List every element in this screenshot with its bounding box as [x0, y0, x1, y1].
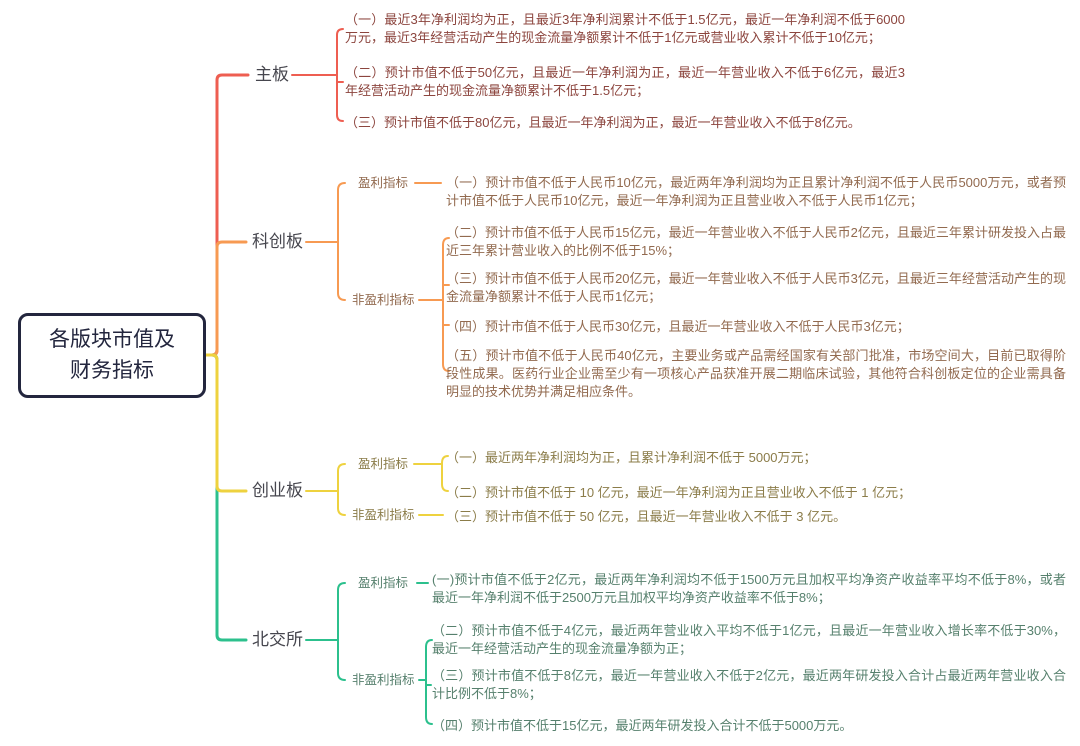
- trunk-line-bse: [204, 353, 248, 642]
- nonprofit-indicator-node-star[interactable]: 非盈利指标: [352, 293, 415, 307]
- bracket-bse-nonprofit: [418, 639, 433, 725]
- profit-indicator-node-chinext[interactable]: 盈利指标: [358, 457, 409, 471]
- requirement-item[interactable]: （一）最近3年净利润均为正，且最近3年净利润累计不低于1.5亿元，最近一年净利润…: [345, 12, 905, 45]
- bracket-main-board: [291, 28, 344, 122]
- bracket-chinext: [305, 463, 346, 516]
- requirement-item[interactable]: （四）预计市值不低于人民币30亿元，且最近一年营业收入不低于人民币3亿元；: [446, 319, 910, 334]
- branch-node-main-board[interactable]: 主板: [255, 65, 289, 84]
- requirement-item[interactable]: （三）预计市值不低于80亿元，且最近一年净利润为正，最近一年营业收入不低于8亿元…: [345, 115, 861, 130]
- profit-indicator-node-bse[interactable]: 盈利指标: [358, 576, 409, 590]
- requirement-item[interactable]: （五）预计市值不低于人民币40亿元，主要业务或产品需经国家有关部门批准，市场空间…: [446, 348, 1066, 399]
- requirement-item[interactable]: （二）预计市值不低于4亿元，最近两年营业收入平均不低于1亿元，且最近一年营业收入…: [432, 623, 1066, 656]
- profit-indicator-node-star[interactable]: 盈利指标: [358, 176, 409, 190]
- branch-node-bse[interactable]: 北交所: [252, 630, 303, 649]
- requirement-item[interactable]: （二）预计市值不低于50亿元，且最近一年净利润为正，最近一年营业收入不低于6亿元…: [345, 65, 905, 98]
- root-node[interactable]: 各版块市值及 财务指标: [18, 313, 206, 398]
- requirement-item[interactable]: （三）预计市值不低于 50 亿元，且最近一年营业收入不低于 3 亿元。: [446, 509, 847, 524]
- branch-node-chinext[interactable]: 创业板: [252, 481, 303, 500]
- nonprofit-indicator-node-bse[interactable]: 非盈利指标: [352, 673, 415, 687]
- nonprofit-indicator-node-chinext[interactable]: 非盈利指标: [352, 508, 415, 522]
- bracket-bse: [305, 582, 346, 681]
- requirement-item[interactable]: （三）预计市值不低于8亿元，最近一年营业收入不低于2亿元，最近两年研发投入合计占…: [432, 668, 1066, 701]
- branch-node-star-market[interactable]: 科创板: [252, 232, 303, 251]
- requirement-item[interactable]: （四）预计市值不低于15亿元，最近两年研发投入合计不低于5000万元。: [432, 718, 853, 733]
- trunk-line-main-board: [204, 73, 250, 357]
- bracket-star-nonprofit: [418, 237, 450, 372]
- trunk-line-chinext: [204, 353, 248, 493]
- requirement-item[interactable]: （一）最近两年净利润均为正，且累计净利润不低于 5000万元；: [446, 450, 817, 465]
- requirement-item[interactable]: (一)预计市值不低于2亿元，最近两年净利润均不低于1500万元且加权平均净资产收…: [432, 572, 1066, 605]
- requirement-item[interactable]: （二）预计市值不低于人民币15亿元，最近一年营业收入不低于人民币2亿元，且最近三…: [446, 225, 1066, 258]
- trunk-line-star-market: [204, 240, 248, 357]
- requirement-item[interactable]: （二）预计市值不低于 10 亿元，最近一年净利润为正且营业收入不低于 1 亿元；: [446, 485, 912, 500]
- bracket-chinext-profit: [413, 455, 449, 492]
- requirement-item[interactable]: （三）预计市值不低于人民币20亿元，最近一年营业收入不低于人民币3亿元，且最近三…: [446, 271, 1066, 304]
- requirement-item[interactable]: （一）预计市值不低于人民币10亿元，最近两年净利润均为正且累计净利润不低于人民币…: [446, 175, 1066, 208]
- bracket-star-market: [305, 182, 346, 301]
